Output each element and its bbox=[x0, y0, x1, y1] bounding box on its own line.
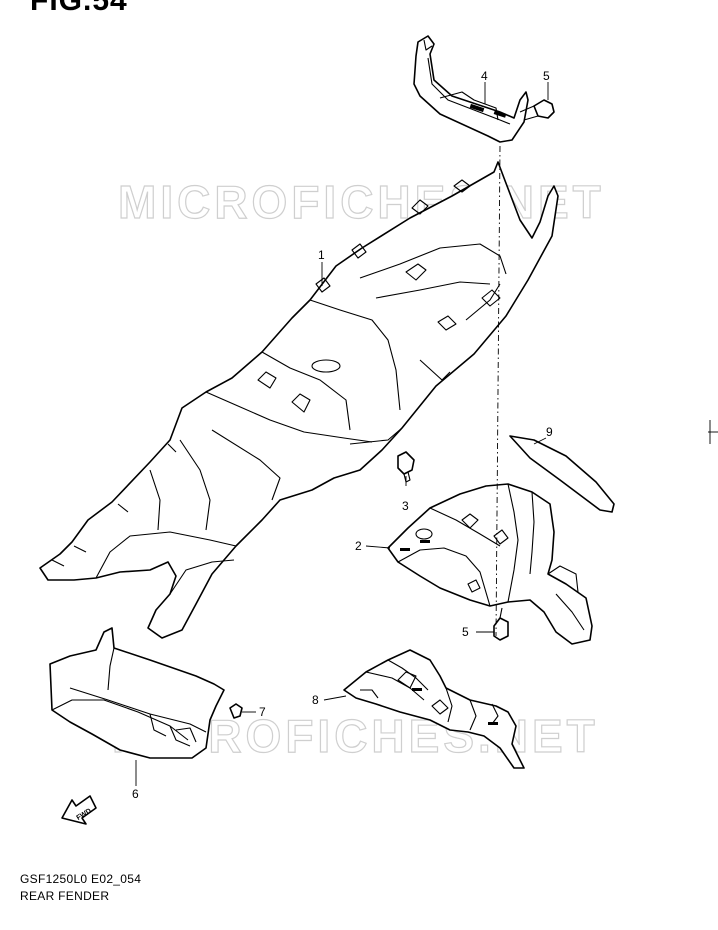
callout-7: 7 bbox=[259, 705, 266, 719]
part-2-fender-lower bbox=[387, 483, 593, 645]
part-9-pad bbox=[509, 435, 615, 513]
callout-5-bottom: 5 bbox=[462, 625, 469, 639]
watermark-top: MICROFICHES.NET bbox=[118, 176, 605, 228]
figure-name: REAR FENDER bbox=[20, 889, 110, 903]
part-1-rear-fender bbox=[39, 161, 559, 639]
part-3-screw bbox=[397, 451, 415, 483]
part-4-bracket bbox=[413, 35, 529, 143]
callout-5-top: 5 bbox=[543, 69, 550, 83]
callout-4: 4 bbox=[481, 69, 488, 83]
callout-2: 2 bbox=[355, 539, 362, 553]
part-5-bolt-bottom bbox=[493, 607, 509, 641]
callout-6: 6 bbox=[132, 787, 139, 801]
part-7-screw bbox=[229, 703, 243, 719]
callout-1: 1 bbox=[318, 248, 325, 262]
callout-9: 9 bbox=[546, 425, 553, 439]
fwd-arrow-icon: FWD bbox=[61, 795, 97, 825]
callout-8: 8 bbox=[312, 693, 319, 707]
part-8-bracket bbox=[343, 649, 525, 769]
part-6-under-tray bbox=[49, 627, 225, 759]
callout-3: 3 bbox=[402, 499, 409, 513]
figure-code: GSF1250L0 E02_054 bbox=[20, 872, 142, 886]
figure-title: FIG.54 bbox=[30, 0, 128, 17]
part-5-bolt-top bbox=[519, 99, 555, 121]
